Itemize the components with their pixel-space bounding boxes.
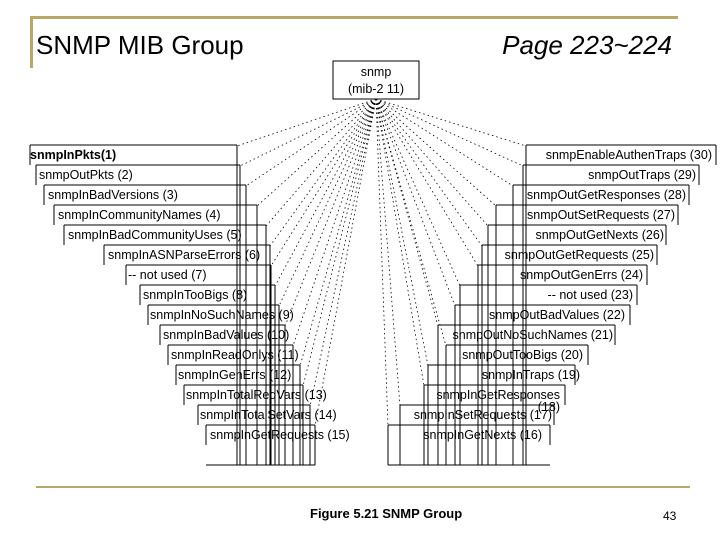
- right-node-label-15: snmpInGetNexts (16): [423, 428, 542, 442]
- left-edge-10: [284, 98, 377, 327]
- node-frames: [29, 144, 717, 466]
- left-node-label-10: snmpInBadValues (10): [163, 328, 289, 342]
- left-edge-12: [299, 98, 377, 367]
- right-edge-9: [375, 98, 456, 307]
- left-node-label-15: snmpInGetRequests (15): [210, 428, 350, 442]
- node-labels: snmpInPkts(1) snmpOutPkts (2) snmpInBadVer…: [30, 148, 712, 442]
- left-edge-4: [256, 98, 377, 207]
- left-edge-9: [278, 98, 377, 307]
- right-node-label-10: snmpOutNoSuchNames (21): [453, 328, 613, 342]
- root-node-oid: (mib-2 11): [348, 82, 404, 96]
- figure-caption: Figure 5.21 SNMP Group: [310, 506, 463, 521]
- right-edge-15: [375, 98, 389, 427]
- left-edge-1: [236, 98, 377, 147]
- right-node-label-6: snmpOutGetRequests (25): [505, 248, 654, 262]
- right-node-label-2: snmpOutTraps (29): [588, 168, 696, 182]
- left-edge-11: [292, 98, 377, 347]
- left-node-label-12: snmpInGenErrs (12): [178, 368, 291, 382]
- left-node-label-6: snmpInASNParseErrors (6): [108, 248, 260, 262]
- right-edge-5: [375, 98, 489, 227]
- bottom-rule: [36, 486, 690, 488]
- left-edge-13: [302, 98, 377, 387]
- left-edge-3: [245, 98, 377, 187]
- right-node-label-14: snmpInSetRequests (17): [414, 408, 552, 422]
- right-node-label-11: snmpOutTooBigs (20): [462, 348, 583, 362]
- right-edge-1: [375, 98, 527, 147]
- top-rule: [30, 16, 678, 19]
- left-rule: [30, 16, 33, 68]
- left-edge-5: [265, 98, 377, 227]
- right-edge-13: [375, 98, 425, 387]
- right-node-label-1: snmpEnableAuthenTraps (30): [546, 148, 712, 162]
- right-edge-3: [375, 98, 514, 187]
- right-edge-10: [375, 98, 439, 327]
- right-node-label-13: snmpInGetResponses: [436, 388, 560, 402]
- left-edge-14: [309, 98, 377, 407]
- right-node-label-8: -- not used (23): [548, 288, 633, 302]
- left-node-label-2: snmpOutPkts (2): [39, 168, 133, 182]
- root-node: snmp (mib-2 11): [332, 60, 420, 100]
- left-edge-7: [270, 98, 377, 267]
- right-edge-14: [375, 98, 401, 407]
- slide-title: SNMP MIB Group: [36, 30, 244, 60]
- page-number: 43: [663, 509, 677, 523]
- page-reference: Page 223~224: [502, 30, 672, 60]
- right-node-label-12: snmpInTraps (19): [482, 368, 580, 382]
- right-edge-4: [375, 98, 497, 207]
- right-node-label-9: snmpOutBadValues (22): [489, 308, 625, 322]
- left-node-label-1: snmpInPkts(1): [30, 148, 116, 162]
- right-node-label-3: snmpOutGetResponses (28): [527, 188, 686, 202]
- left-node-label-11: snmpInReadOnlys (11): [171, 348, 299, 362]
- right-node-label-4: snmpOutSetRequests (27): [527, 208, 675, 222]
- right-node-label-7: snmpOutGenErrs (24): [520, 268, 643, 282]
- left-node-label-9: snmpInNoSuchNames (9): [150, 308, 294, 322]
- right-edge-7: [375, 98, 479, 267]
- right-node-label-5: snmpOutGetNexts (26): [535, 228, 664, 242]
- left-node-label-13: snmpInTotalReqVars (13): [186, 388, 327, 402]
- right-edge-6: [375, 98, 483, 247]
- right-edge-12: [375, 98, 429, 367]
- left-node-label-14: snmpInTotalSetVars (14): [200, 408, 337, 422]
- tree-edges: [236, 98, 527, 427]
- left-node-label-4: snmpInCommunityNames (4): [58, 208, 221, 222]
- left-edge-15: [314, 98, 377, 427]
- left-edge-2: [239, 98, 377, 167]
- left-node-label-5: snmpInBadCommunityUses (5): [68, 228, 242, 242]
- left-edge-8: [274, 98, 377, 287]
- left-edge-6: [269, 98, 377, 247]
- right-edge-8: [375, 98, 461, 287]
- left-node-label-7: -- not used (7): [128, 268, 207, 282]
- right-node-label-13-cont: (18): [538, 400, 560, 414]
- right-edge-2: [375, 98, 524, 167]
- root-node-name: snmp: [361, 65, 392, 79]
- left-node-label-8: snmpInTooBigs (8): [143, 288, 247, 302]
- left-node-label-3: snmpInBadVersions (3): [48, 188, 178, 202]
